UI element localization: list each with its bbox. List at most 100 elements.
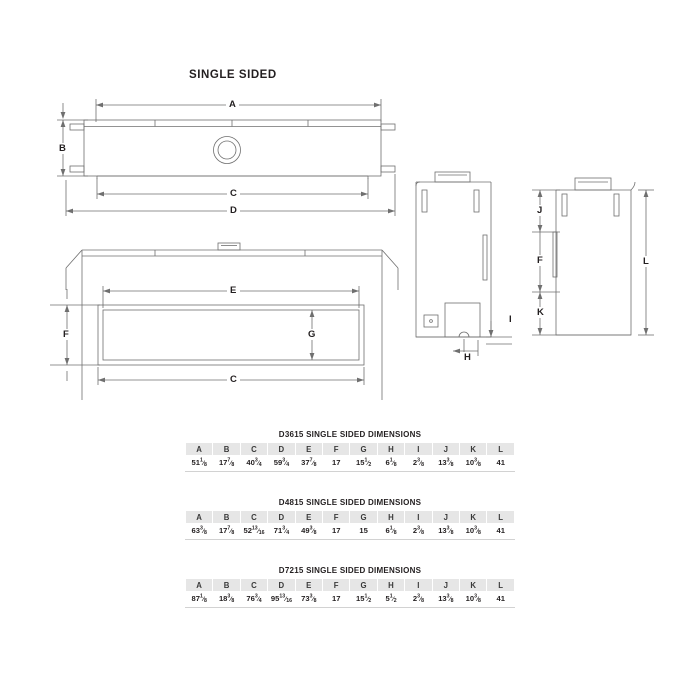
column-header-c: C <box>240 443 268 455</box>
dimension-value: 51⁄2 <box>377 591 405 606</box>
column-header-i: I <box>405 511 432 523</box>
dimension-label-j: J <box>534 205 546 216</box>
page-title: SINGLE SIDED <box>189 69 277 81</box>
column-header-e: E <box>295 511 323 523</box>
column-header-k: K <box>460 579 487 591</box>
column-header-d: D <box>268 579 295 591</box>
table-bottom-rule <box>185 607 515 608</box>
table-title: D7215 SINGLE SIDED DIMENSIONS <box>278 566 422 575</box>
dimension-value: 61⁄8 <box>377 455 405 470</box>
dimension-value: 23⁄8 <box>405 523 432 538</box>
left-side-view <box>415 171 492 338</box>
front-view <box>65 242 399 400</box>
dimension-value: 377⁄8 <box>295 455 323 470</box>
dimension-value: 183⁄8 <box>213 591 240 606</box>
dimension-b <box>57 103 88 177</box>
table-title: D4815 SINGLE SIDED DIMENSIONS <box>278 498 422 507</box>
dimension-label-k: K <box>534 307 548 318</box>
column-header-g: G <box>350 579 377 591</box>
column-header-e: E <box>295 579 323 591</box>
dimension-label-a: A <box>226 99 240 110</box>
dimension-value: 633⁄8 <box>186 523 213 538</box>
column-header-b: B <box>213 511 240 523</box>
dimension-label-f-side: F <box>534 255 547 266</box>
dimension-label-e: E <box>227 285 240 296</box>
column-header-d: D <box>268 511 295 523</box>
dimension-label-l: L <box>640 256 653 267</box>
dimension-value: 41 <box>487 523 514 538</box>
column-header-d: D <box>268 443 295 455</box>
column-header-i: I <box>405 579 432 591</box>
dimension-value: 133⁄8 <box>432 591 460 606</box>
column-header-f: F <box>323 579 350 591</box>
column-header-h: H <box>377 443 405 455</box>
column-header-f: F <box>323 511 350 523</box>
dimension-value: 493⁄8 <box>295 523 323 538</box>
table-title: D3615 SINGLE SIDED DIMENSIONS <box>278 430 422 439</box>
column-header-g: G <box>350 511 377 523</box>
column-header-h: H <box>377 511 405 523</box>
dimension-value: 41 <box>487 455 514 470</box>
dimension-value: 713⁄4 <box>268 523 295 538</box>
dimension-value: 511⁄8 <box>186 455 213 470</box>
column-header-g: G <box>350 443 377 455</box>
column-header-i: I <box>405 443 432 455</box>
dimension-value: 103⁄8 <box>460 523 487 538</box>
column-header-j: J <box>432 579 460 591</box>
column-header-k: K <box>460 443 487 455</box>
dimension-label-h: H <box>461 352 475 363</box>
dimension-value: 23⁄8 <box>405 455 432 470</box>
right-side-view <box>552 177 636 336</box>
column-header-a: A <box>186 443 213 455</box>
dimension-value: 9513⁄16 <box>268 591 295 606</box>
dimension-value: 733⁄8 <box>295 591 323 606</box>
column-header-f: F <box>323 443 350 455</box>
column-header-h: H <box>377 579 405 591</box>
dimension-value: 763⁄4 <box>240 591 268 606</box>
column-header-k: K <box>460 511 487 523</box>
column-header-l: L <box>487 511 514 523</box>
dimension-value: 403⁄4 <box>240 455 268 470</box>
dimension-value: 593⁄4 <box>268 455 295 470</box>
dimension-label-g: G <box>305 329 319 340</box>
dimension-value: 133⁄8 <box>432 455 460 470</box>
dimension-value: 17 <box>323 455 350 470</box>
top-view <box>69 119 396 179</box>
column-header-b: B <box>213 443 240 455</box>
dimension-label-d: D <box>227 205 241 216</box>
dimension-label-f-front: F <box>60 329 73 340</box>
column-header-j: J <box>432 443 460 455</box>
column-header-j: J <box>432 511 460 523</box>
dimension-value: 103⁄8 <box>460 455 487 470</box>
dimension-value: 17 <box>323 523 350 538</box>
dimension-value: 151⁄2 <box>350 455 377 470</box>
dimension-i <box>486 321 512 345</box>
technical-drawing: A B C D E F G C H I J F K L <box>50 99 654 400</box>
dimension-label-i: I <box>506 314 515 325</box>
column-header-c: C <box>240 579 268 591</box>
dimension-value: 23⁄8 <box>405 591 432 606</box>
dimension-value: 5213⁄16 <box>240 523 268 538</box>
drawing-svg <box>50 99 654 400</box>
column-header-a: A <box>186 511 213 523</box>
column-header-b: B <box>213 579 240 591</box>
column-header-c: C <box>240 511 268 523</box>
dimension-value: 41 <box>487 591 514 606</box>
column-header-e: E <box>295 443 323 455</box>
dimension-value: 177⁄8 <box>213 455 240 470</box>
dimension-value: 15 <box>350 523 377 538</box>
dimension-value: 17 <box>323 591 350 606</box>
dimension-value: 133⁄8 <box>432 523 460 538</box>
column-header-l: L <box>487 579 514 591</box>
column-header-l: L <box>487 443 514 455</box>
